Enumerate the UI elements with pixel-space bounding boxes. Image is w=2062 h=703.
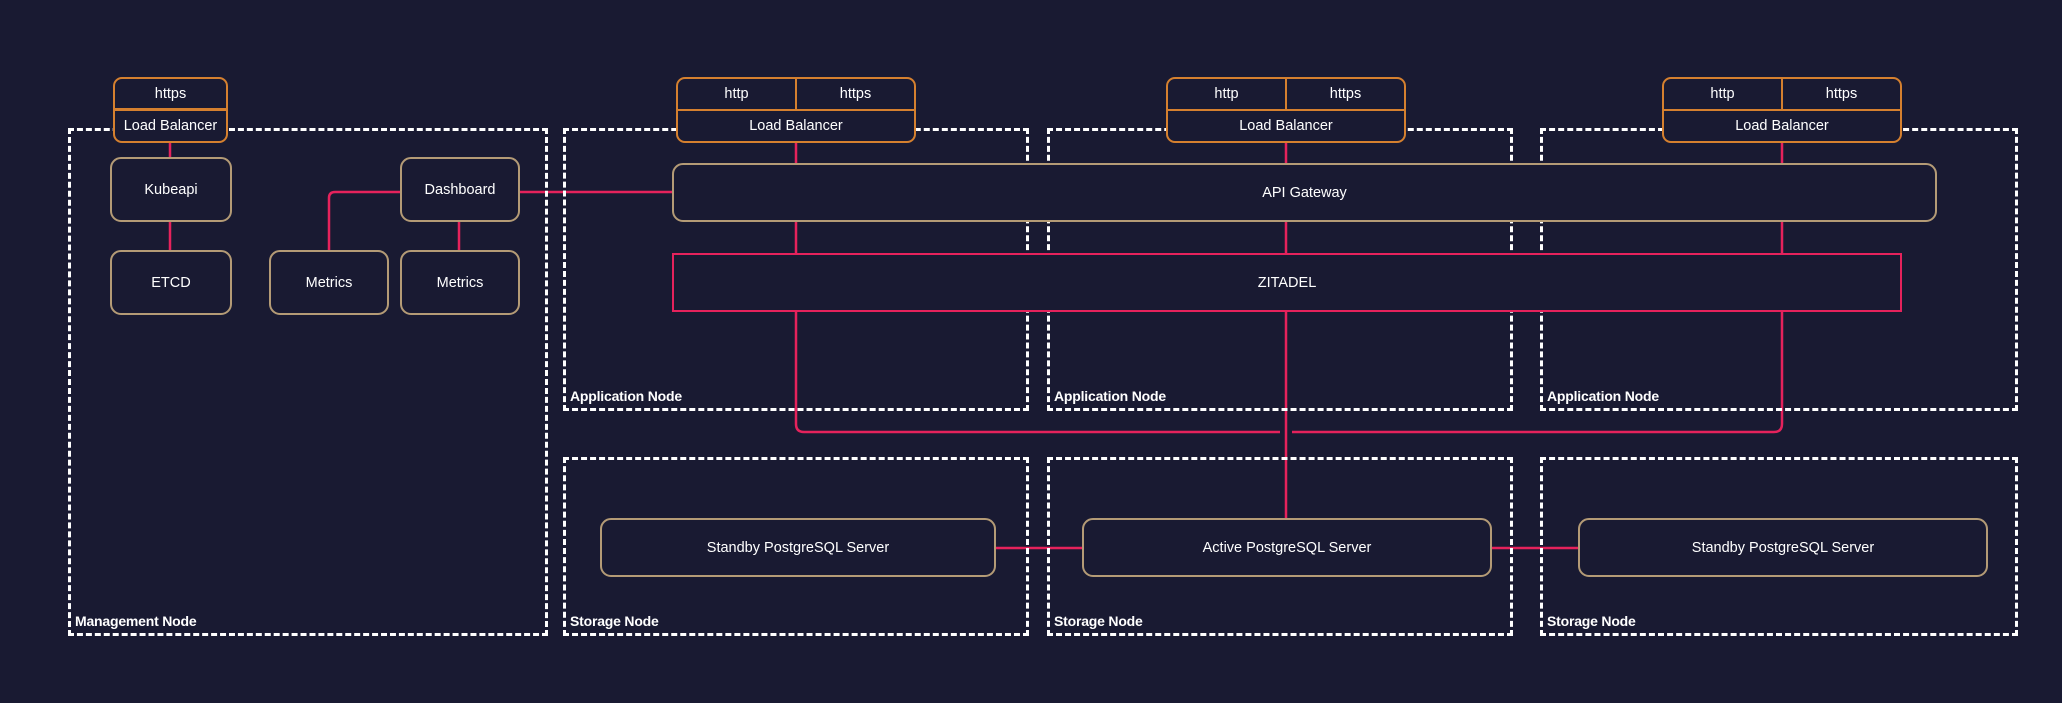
node-zitadel[interactable]: ZITADEL: [672, 253, 1902, 312]
lb-app-2-protocol-https-label: https: [1329, 86, 1362, 102]
lb-app-2-protocol-http-label: http: [1214, 86, 1239, 102]
node-kubeapi-label: Kubeapi: [144, 181, 198, 198]
node-api-gateway[interactable]: API Gateway: [672, 163, 1937, 222]
node-metrics-1[interactable]: Metrics: [269, 250, 389, 315]
node-active-postgresql-label: Active PostgreSQL Server: [1202, 539, 1372, 556]
node-etcd[interactable]: ETCD: [110, 250, 232, 315]
node-zitadel-label: ZITADEL: [1257, 274, 1317, 291]
node-standby-postgresql-left-label: Standby PostgreSQL Server: [706, 539, 890, 556]
node-standby-postgresql-left[interactable]: Standby PostgreSQL Server: [600, 518, 996, 577]
lb-app-3-protocol-http-label: http: [1710, 86, 1735, 102]
lb-app-2-protocol-http[interactable]: http: [1166, 77, 1286, 110]
wire-zitadel-1-to-db-bus: [794, 312, 1280, 434]
lb-management-protocol-https-label: https: [154, 85, 187, 102]
node-standby-postgresql-right[interactable]: Standby PostgreSQL Server: [1578, 518, 1988, 577]
wire-metrics1-to-dashboard: [327, 190, 400, 250]
lb-app-1-label: Load Balancer: [749, 118, 843, 134]
node-standby-postgresql-right-label: Standby PostgreSQL Server: [1691, 539, 1875, 556]
lb-app-3-protocol-https[interactable]: https: [1782, 77, 1902, 110]
lb-app-1-protocol-http[interactable]: http: [676, 77, 796, 110]
lb-app-2[interactable]: Load Balancer: [1166, 110, 1406, 143]
node-metrics-2[interactable]: Metrics: [400, 250, 520, 315]
lb-management[interactable]: Load Balancer: [113, 110, 228, 143]
lb-app-1-protocol-https[interactable]: https: [796, 77, 916, 110]
node-etcd-label: ETCD: [151, 274, 191, 291]
lb-app-3-protocol-https-label: https: [1825, 86, 1858, 102]
lb-app-3-label: Load Balancer: [1735, 118, 1829, 134]
lb-app-2-protocol-https[interactable]: https: [1286, 77, 1406, 110]
node-metrics-1-label: Metrics: [305, 274, 353, 291]
lb-app-1-protocol-https-label: https: [839, 86, 872, 102]
node-api-gateway-label: API Gateway: [1262, 184, 1347, 201]
node-dashboard[interactable]: Dashboard: [400, 157, 520, 222]
node-kubeapi[interactable]: Kubeapi: [110, 157, 232, 222]
node-dashboard-label: Dashboard: [424, 181, 496, 198]
lb-app-3-protocol-http[interactable]: http: [1662, 77, 1782, 110]
wire-zitadel-3-to-db-bus: [1292, 312, 1784, 434]
node-active-postgresql[interactable]: Active PostgreSQL Server: [1082, 518, 1492, 577]
lb-management-label: Load Balancer: [123, 118, 218, 134]
lb-management-protocol-https[interactable]: https: [113, 77, 228, 110]
lb-app-2-label: Load Balancer: [1239, 118, 1333, 134]
lb-app-3[interactable]: Load Balancer: [1662, 110, 1902, 143]
node-metrics-2-label: Metrics: [436, 274, 484, 291]
lb-app-1-protocol-http-label: http: [724, 86, 749, 102]
lb-app-1[interactable]: Load Balancer: [676, 110, 916, 143]
